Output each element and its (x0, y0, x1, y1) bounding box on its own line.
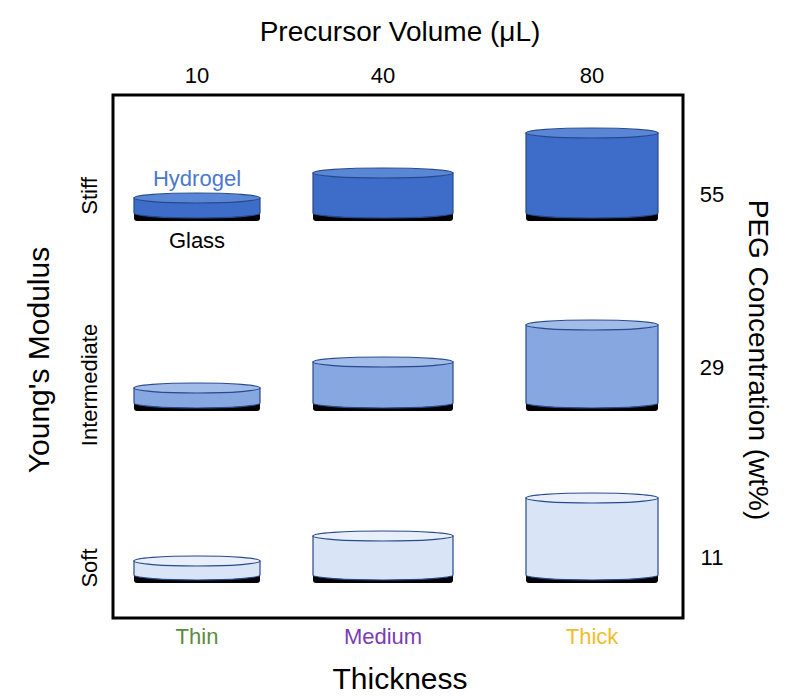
hydrogel-top (134, 383, 260, 393)
hydrogel-sample (526, 320, 658, 411)
hydrogel-sample (134, 383, 260, 411)
axis-title: Young's Modulus (22, 247, 55, 473)
part-label: Hydrogel (153, 167, 241, 191)
tick-label: 40 (371, 64, 395, 88)
part-label: Glass (169, 229, 225, 253)
category-label: Thin (176, 625, 219, 649)
tick-label: 11 (701, 546, 724, 570)
category-label: Stiff (78, 177, 102, 215)
hydrogel-top (134, 556, 260, 566)
hydrogel-top (313, 357, 453, 367)
hydrogel-top (313, 531, 453, 541)
category-label: Soft (78, 548, 102, 587)
hydrogel-sample (526, 493, 658, 583)
hydrogel-sample (313, 168, 453, 221)
category-label: Intermediate (78, 324, 102, 446)
hydrogel-top (526, 493, 658, 503)
axis-title: PEG Concentration (wt%) (743, 200, 774, 521)
hydrogel-body (526, 325, 658, 408)
category-label: Thick (566, 625, 619, 649)
hydrogel-body (526, 133, 658, 218)
hydrogel-top (313, 168, 453, 178)
hydrogel-body (313, 536, 453, 580)
sample-group (134, 128, 658, 583)
hydrogel-sample (134, 556, 260, 583)
axis-title: Thickness (332, 662, 467, 695)
hydrogel-sample (526, 128, 658, 221)
hydrogel-sample (313, 531, 453, 583)
tick-label: 80 (580, 64, 604, 88)
hydrogel-sample (313, 357, 453, 411)
tick-label: 10 (185, 64, 209, 88)
tick-label: 55 (700, 183, 724, 207)
hydrogel-top (526, 128, 658, 138)
hydrogel-top (526, 320, 658, 330)
hydrogel-body (526, 498, 658, 580)
hydrogel-body (313, 173, 453, 218)
axis-title: Precursor Volume (μL) (260, 17, 541, 48)
tick-label: 29 (700, 356, 724, 380)
hydrogel-top (134, 193, 260, 203)
frame (113, 95, 683, 618)
category-label: Medium (344, 625, 422, 649)
hydrogel-sample (134, 193, 260, 221)
hydrogel-body (313, 362, 453, 408)
